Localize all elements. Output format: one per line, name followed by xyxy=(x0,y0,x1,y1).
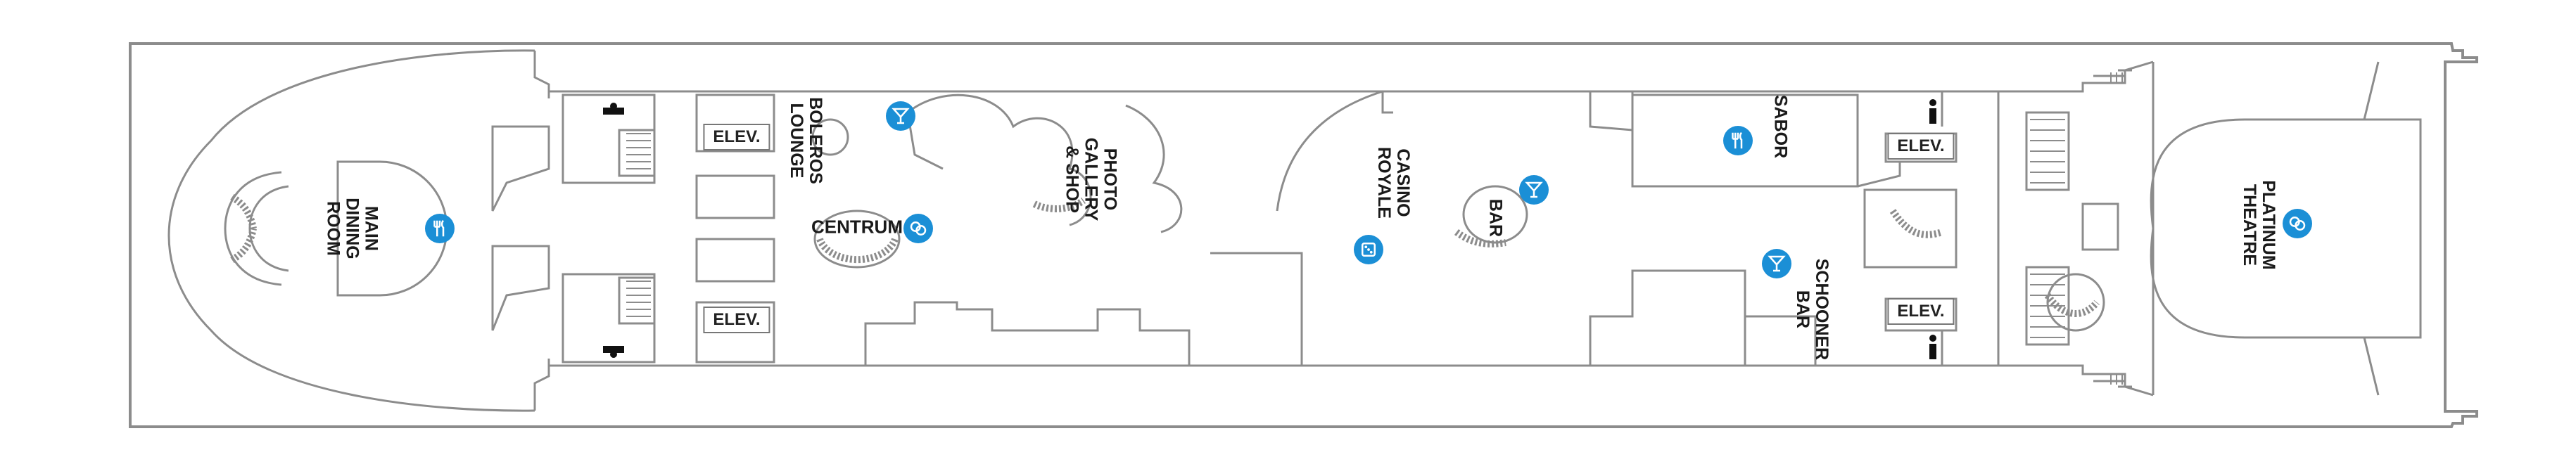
platinum-line-2: THEATRE xyxy=(2240,184,2259,266)
photo-line-3: & SHOP xyxy=(1062,146,1082,213)
cocktail-icon xyxy=(886,101,915,131)
schooner-label: SCHOONER BAR xyxy=(1793,258,1832,361)
elevator-lower-left: ELEV. xyxy=(703,307,770,333)
main-dining-line-2: DINING xyxy=(342,198,362,259)
casino-label: CASINO ROYALE xyxy=(1374,147,1413,219)
casino-icon xyxy=(1354,235,1383,264)
centrum-label: CENTRUM xyxy=(811,216,903,238)
schooner-line-1: SCHOONER xyxy=(1812,258,1832,361)
dining-icon xyxy=(425,214,455,243)
restroom-icon xyxy=(603,103,624,115)
main-dining-line-1: MAIN xyxy=(361,206,381,251)
platinum-label: PLATINUM THEATRE xyxy=(2240,180,2278,269)
schooner-cocktail-icon xyxy=(1762,249,1791,278)
theatre-show-icon xyxy=(2283,209,2312,238)
elevator-lower-right: ELEV. xyxy=(1887,298,1955,325)
sabor-dining-icon xyxy=(1723,126,1753,155)
casino-line-2: ROYALE xyxy=(1374,147,1394,219)
show-icon xyxy=(903,214,933,243)
casino-line-1: CASINO xyxy=(1393,148,1413,217)
boleros-line-1: BOLEROS xyxy=(806,97,825,184)
boleros-line-2: LOUNGE xyxy=(787,103,806,179)
schooner-line-2: BAR xyxy=(1793,290,1813,329)
restroom-icon xyxy=(603,346,624,358)
restroom-icon xyxy=(1929,99,1936,124)
main-dining-label: MAIN DINING ROOM xyxy=(324,198,381,259)
bar-label: BAR xyxy=(1485,198,1506,238)
sabor-label: SABOR xyxy=(1770,94,1791,159)
bar-cocktail-icon xyxy=(1519,175,1549,205)
elevator-upper-right: ELEV. xyxy=(1887,133,1955,160)
main-dining-line-3: ROOM xyxy=(323,201,343,256)
photo-line-1: PHOTO xyxy=(1100,148,1120,211)
elevator-upper-left: ELEV. xyxy=(703,124,770,150)
photo-gallery-label: PHOTO GALLERY & SHOP xyxy=(1062,137,1120,221)
boleros-label: BOLEROS LOUNGE xyxy=(787,97,825,184)
platinum-line-1: PLATINUM xyxy=(2259,180,2278,270)
photo-line-2: GALLERY xyxy=(1081,137,1101,221)
restroom-icon xyxy=(1929,335,1936,359)
